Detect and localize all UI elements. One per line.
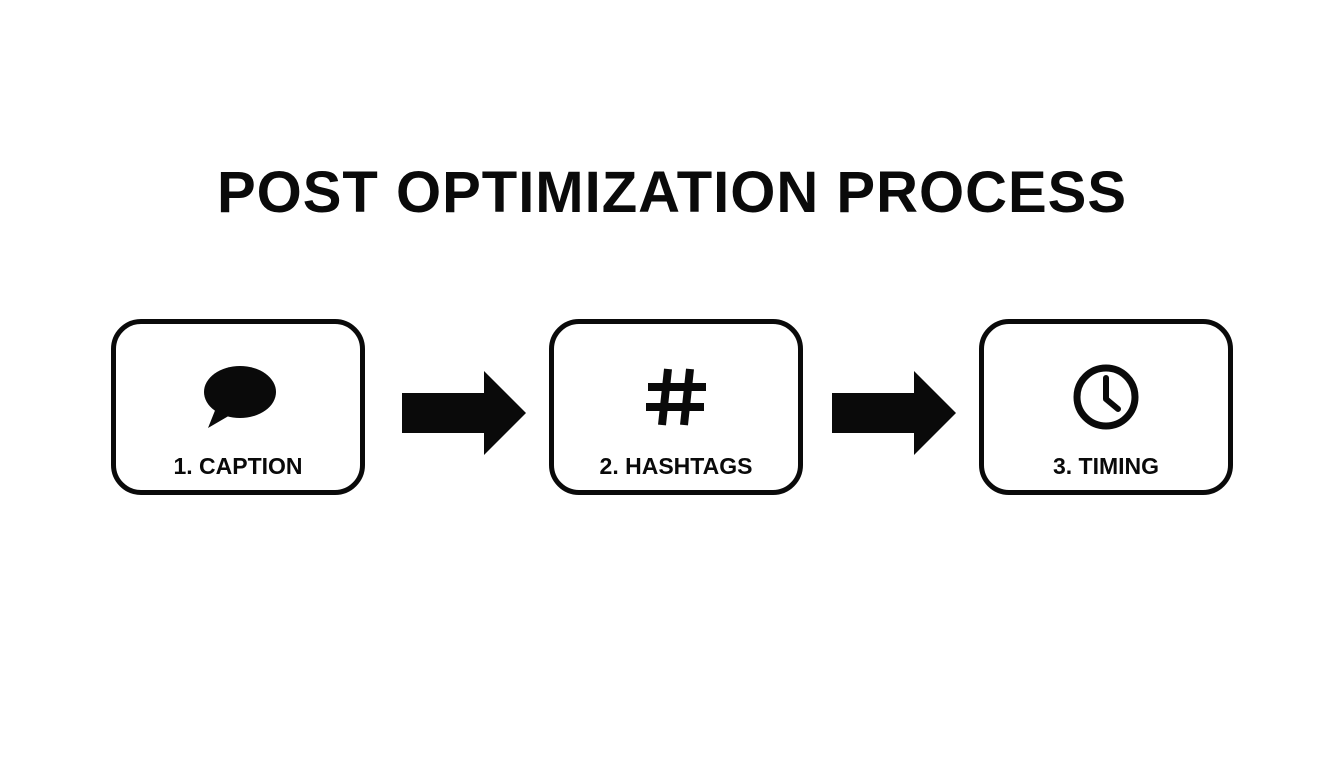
step-label-caption: 1. CAPTION	[173, 453, 303, 479]
step-label-hashtags: 2. HASHTAGS	[599, 453, 753, 479]
right-arrow-icon	[402, 371, 526, 455]
step-box-timing: 3. TIMING	[979, 319, 1233, 495]
step-label-timing: 3. TIMING	[1052, 453, 1160, 479]
step-box-hashtags: 2. HASHTAGS	[549, 319, 803, 495]
speech-bubble-icon	[116, 360, 360, 434]
right-arrow-icon	[832, 371, 956, 455]
page-title: POST OPTIMIZATION PROCESS	[216, 160, 1128, 225]
hashtag-icon	[554, 360, 798, 434]
clock-icon	[984, 360, 1228, 434]
step-box-caption: 1. CAPTION	[111, 319, 365, 495]
